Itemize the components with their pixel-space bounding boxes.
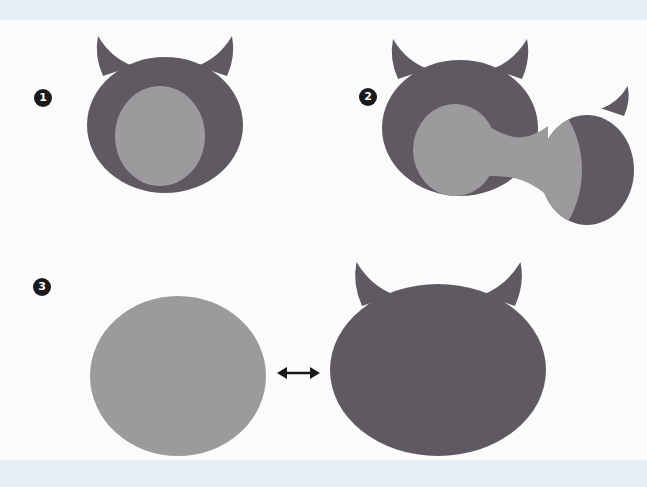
monster-head — [87, 36, 243, 193]
bottom-band — [0, 460, 647, 487]
callout-number: 2 — [359, 88, 377, 106]
inner-self — [115, 86, 205, 186]
monster-head — [330, 262, 546, 456]
inner-self — [90, 296, 266, 456]
inner-self-stretching — [413, 90, 582, 250]
callout-number: 3 — [33, 278, 51, 296]
top-band — [0, 0, 647, 20]
double-arrow — [277, 367, 320, 379]
callout-number: 1 — [34, 89, 52, 107]
